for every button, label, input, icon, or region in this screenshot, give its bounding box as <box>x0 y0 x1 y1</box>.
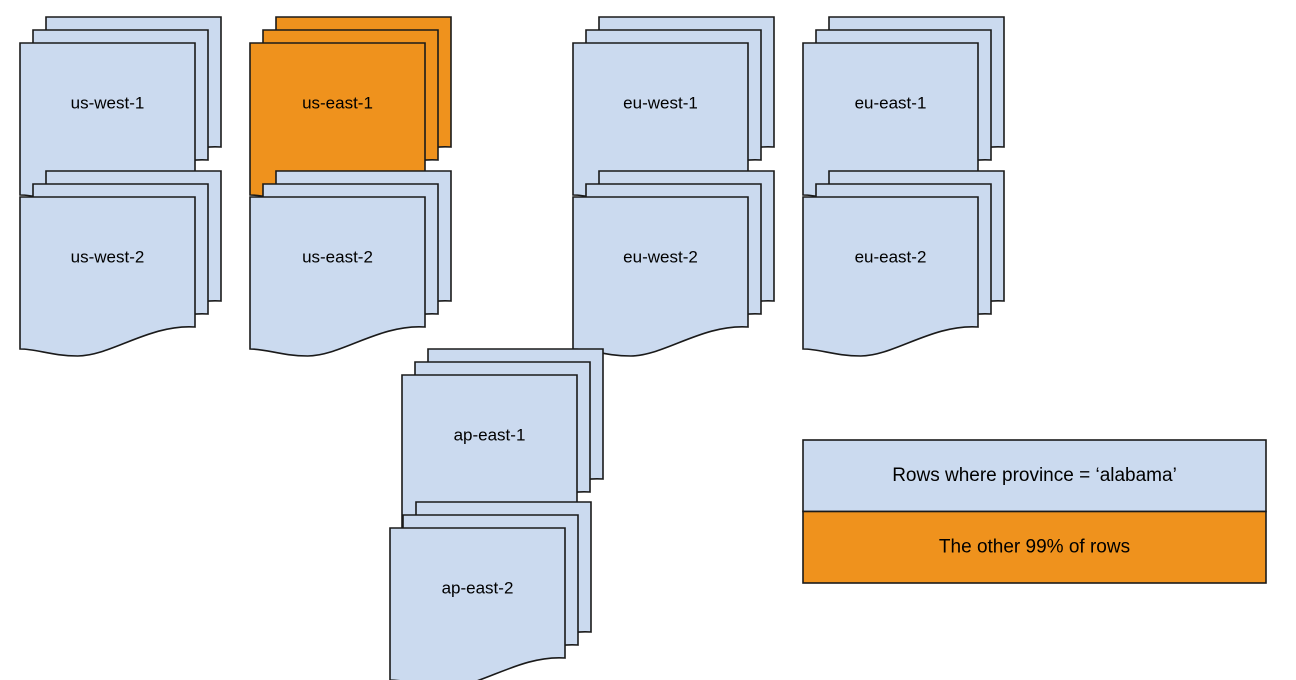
document-stacks-layer: us-west-1 us-east-1 us-west-2 us-east-2 eu-w… <box>19 16 1005 680</box>
region-group-eu: eu-west-1 eu-east-1 eu-west-2 eu-east-2 <box>572 16 1005 357</box>
document-stack-label-eu-west-1: eu-west-1 <box>623 94 698 113</box>
document-stack-us-west-1[interactable]: us-west-1 <box>19 16 222 203</box>
document-stack-ap-east-1[interactable]: ap-east-1 <box>401 348 604 535</box>
legend: Rows where province = ‘alabama’ The other… <box>802 439 1267 584</box>
document-stack-layer-front <box>802 196 979 357</box>
document-stack-us-east-1[interactable]: us-east-1 <box>249 16 452 203</box>
document-stack-layer-front <box>389 527 566 680</box>
document-stack-eu-east-2[interactable]: eu-east-2 <box>802 170 1005 357</box>
document-stack-label-us-east-1: us-east-1 <box>302 94 373 113</box>
legend-row-alabama: Rows where province = ‘alabama’ <box>802 439 1267 513</box>
legend-row-other-swatch <box>802 510 1267 584</box>
document-stack-label-ap-east-1: ap-east-1 <box>454 426 526 445</box>
document-stack-eu-east-1[interactable]: eu-east-1 <box>802 16 1005 203</box>
document-stack-us-west-2[interactable]: us-west-2 <box>19 170 222 357</box>
document-stack-label-eu-east-2: eu-east-2 <box>855 248 927 267</box>
document-stack-label-eu-east-1: eu-east-1 <box>855 94 927 113</box>
document-stack-label-us-east-2: us-east-2 <box>302 248 373 267</box>
document-stack-label-us-west-1: us-west-1 <box>71 94 145 113</box>
document-stack-eu-west-2[interactable]: eu-west-2 <box>572 170 775 357</box>
legend-row-other-label: The other 99% of rows <box>939 536 1130 557</box>
legend-row-alabama-label: Rows where province = ‘alabama’ <box>892 465 1177 486</box>
document-stack-label-ap-east-2: ap-east-2 <box>442 579 514 598</box>
document-stack-label-eu-west-2: eu-west-2 <box>623 248 698 267</box>
document-stack-layer-front <box>249 196 426 357</box>
document-stack-ap-east-2[interactable]: ap-east-2 <box>389 501 592 680</box>
legend-row-other: The other 99% of rows <box>802 510 1267 584</box>
region-group-ap: ap-east-1 ap-east-2 <box>389 348 604 680</box>
document-stack-layer-front <box>19 196 196 357</box>
region-group-us: us-west-1 us-east-1 us-west-2 us-east-2 <box>19 16 452 357</box>
document-stack-us-east-2[interactable]: us-east-2 <box>249 170 452 357</box>
document-stack-label-us-west-2: us-west-2 <box>71 248 145 267</box>
document-stack-eu-west-1[interactable]: eu-west-1 <box>572 16 775 203</box>
